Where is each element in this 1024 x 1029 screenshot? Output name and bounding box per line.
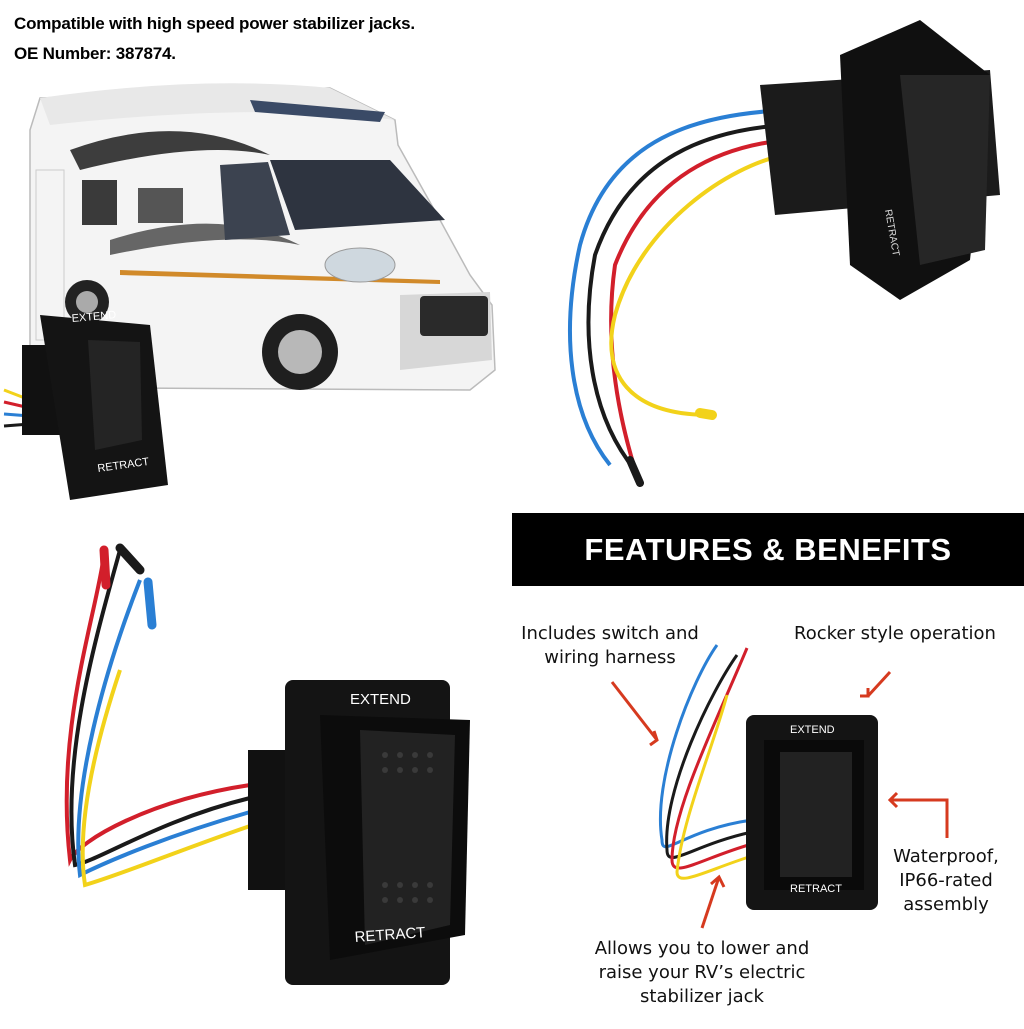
switch-extend-label: EXTEND	[71, 309, 117, 325]
callout-rocker-style: Rocker style operation	[794, 623, 996, 644]
callout-stabilizer-jack: Allows you to lower and raise your RV’s …	[594, 938, 810, 1007]
callout-arrows	[610, 670, 949, 929]
switch-extend-label-features: EXTEND	[790, 724, 835, 736]
features-title-banner: FEATURES & BENEFITS	[512, 513, 1024, 586]
callout-waterproof: Waterproof, IP66-rated assembly	[893, 846, 999, 915]
rv-photo: EXTEND RETRACT	[0, 70, 505, 510]
rocker-switch-small: EXTEND RETRACT	[3, 309, 168, 500]
switch-retract-label-large: RETRACT	[354, 924, 426, 946]
compatibility-text: Compatible with high speed power stabili…	[14, 14, 415, 33]
rocker-switch-large-photo: EXTEND RETRACT	[0, 530, 505, 1024]
callout-switch-harness: Includes switch and wiring harness	[521, 623, 699, 668]
rocker-switch-angled-photo: RETRACT	[520, 15, 1020, 495]
switch-retract-label-features: RETRACT	[790, 883, 842, 895]
switch-extend-label-large: EXTEND	[350, 691, 411, 708]
features-diagram: EXTEND RETRACT	[512, 600, 1024, 1024]
oe-number-text: OE Number: 387874.	[14, 44, 176, 63]
